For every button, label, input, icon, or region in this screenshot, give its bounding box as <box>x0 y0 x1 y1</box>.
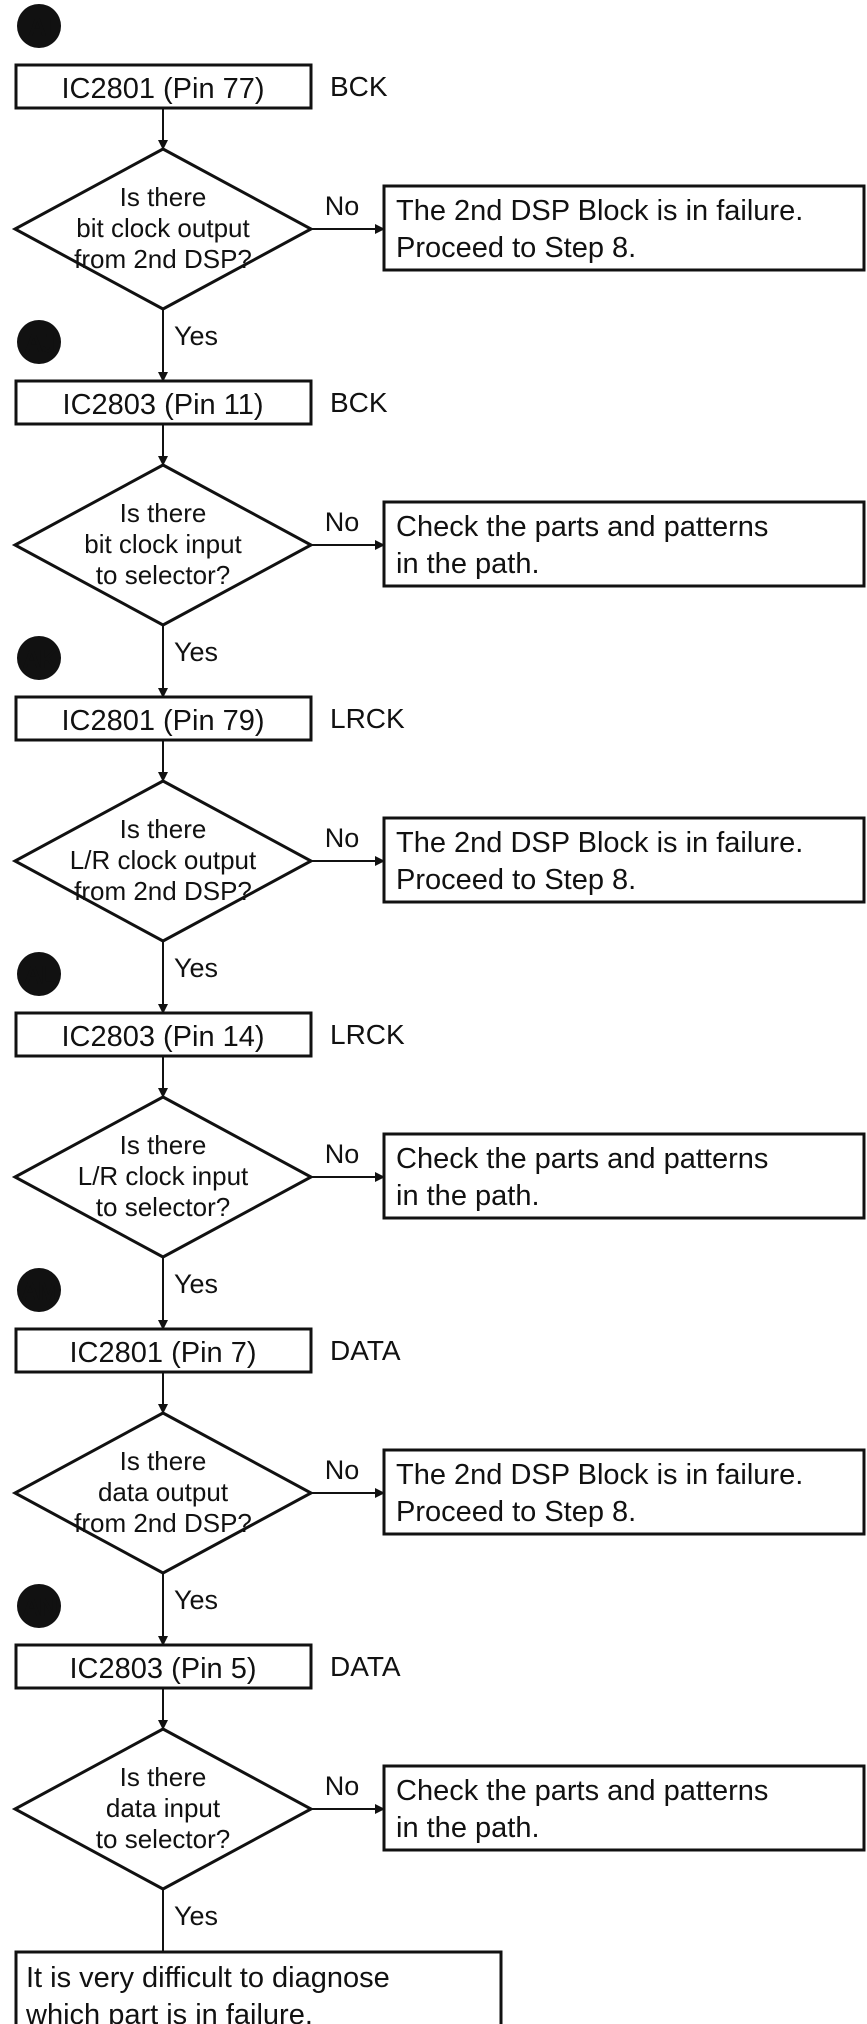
yes-label: Yes <box>174 1269 218 1299</box>
yes-label: Yes <box>174 637 218 667</box>
result-text-line: The 2nd DSP Block is in failure. <box>396 1459 803 1491</box>
no-label: No <box>325 191 360 221</box>
decision-question-line: to selector? <box>96 1192 230 1222</box>
check-point-label: IC2801 (Pin 7) <box>70 1337 257 1369</box>
decision-question-line: Is there <box>120 814 207 844</box>
result-text-line: The 2nd DSP Block is in failure. <box>396 195 803 227</box>
result-box <box>382 500 866 588</box>
decision-question-line: from 2nd DSP? <box>74 876 252 906</box>
no-label: No <box>325 1771 360 1801</box>
step-marker-circle <box>17 1268 61 1312</box>
step-marker-circle <box>17 952 61 996</box>
decision-question-line: L/R clock output <box>70 845 257 875</box>
decision-question-line: to selector? <box>96 560 230 590</box>
result-text-line: Check the parts and patterns <box>396 1775 768 1807</box>
no-label: No <box>325 823 360 853</box>
step-marker-label: AL <box>24 960 57 990</box>
step-marker-label: AJ <box>24 328 54 358</box>
result-text-line: in the path. <box>396 1812 540 1844</box>
result-box <box>382 1132 866 1220</box>
signal-label: LRCK <box>330 703 405 734</box>
final-text-line: It is very difficult to diagnose <box>26 1962 390 1994</box>
result-box <box>382 1764 866 1852</box>
decision-question-line: Is there <box>120 1446 207 1476</box>
check-point-box <box>14 1643 313 1690</box>
step-marker-circle <box>17 1584 61 1628</box>
step-marker-circle <box>17 636 61 680</box>
yes-label: Yes <box>174 953 218 983</box>
result-text-line: Proceed to Step 8. <box>396 232 636 264</box>
result-text-line: The 2nd DSP Block is in failure. <box>396 827 803 859</box>
check-point-label: IC2801 (Pin 77) <box>61 73 264 105</box>
step-marker-circle <box>17 320 61 364</box>
decision-question-line: L/R clock input <box>78 1161 249 1191</box>
result-text-line: Proceed to Step 8. <box>396 1496 636 1528</box>
decision-question-line: to selector? <box>96 1824 230 1854</box>
result-text-line: in the path. <box>396 548 540 580</box>
check-point-label: IC2803 (Pin 11) <box>63 389 264 421</box>
result-text-line: in the path. <box>396 1180 540 1212</box>
signal-label: LRCK <box>330 1019 405 1050</box>
signal-label: BCK <box>330 71 388 102</box>
decision-question-line: from 2nd DSP? <box>74 1508 252 1538</box>
signal-label: DATA <box>330 1651 401 1682</box>
signal-label: BCK <box>330 387 388 418</box>
no-label: No <box>325 1139 360 1169</box>
decision-question-line: bit clock input <box>84 529 242 559</box>
decision-question-line: data output <box>98 1477 229 1507</box>
decision-question-line: bit clock output <box>76 213 250 243</box>
check-point-box <box>14 63 313 110</box>
final-text-line: which part is in failure. <box>25 1999 313 2024</box>
result-text-line: Check the parts and patterns <box>396 1143 768 1175</box>
result-box <box>382 816 866 904</box>
decision-question-line: Is there <box>120 1130 207 1160</box>
decision-question-line: data input <box>106 1793 221 1823</box>
no-label: No <box>325 507 360 537</box>
check-point-label: IC2803 (Pin 14) <box>61 1021 264 1053</box>
decision-question-line: from 2nd DSP? <box>74 244 252 274</box>
result-text-line: Check the parts and patterns <box>396 511 768 543</box>
result-box <box>382 184 866 272</box>
step-marker-circle <box>17 4 61 48</box>
step-marker-label: AN <box>22 1592 57 1622</box>
step-marker-label: AK <box>22 644 58 674</box>
yes-label: Yes <box>174 1585 218 1615</box>
check-point-label: IC2803 (Pin 5) <box>70 1653 257 1685</box>
result-text-line: Proceed to Step 8. <box>396 864 636 896</box>
decision-question-line: Is there <box>120 1762 207 1792</box>
signal-label: DATA <box>330 1335 401 1366</box>
no-label: No <box>325 1455 360 1485</box>
decision-question-line: Is there <box>120 182 207 212</box>
step-marker-label: AM <box>21 1276 58 1306</box>
step-marker-label: AI <box>28 12 51 42</box>
check-point-box <box>14 1327 313 1374</box>
check-point-label: IC2801 (Pin 79) <box>61 705 264 737</box>
result-box <box>382 1448 866 1536</box>
yes-label: Yes <box>174 321 218 351</box>
final-result-box <box>14 1950 503 2024</box>
yes-label: Yes <box>174 1901 218 1931</box>
decision-question-line: Is there <box>120 498 207 528</box>
